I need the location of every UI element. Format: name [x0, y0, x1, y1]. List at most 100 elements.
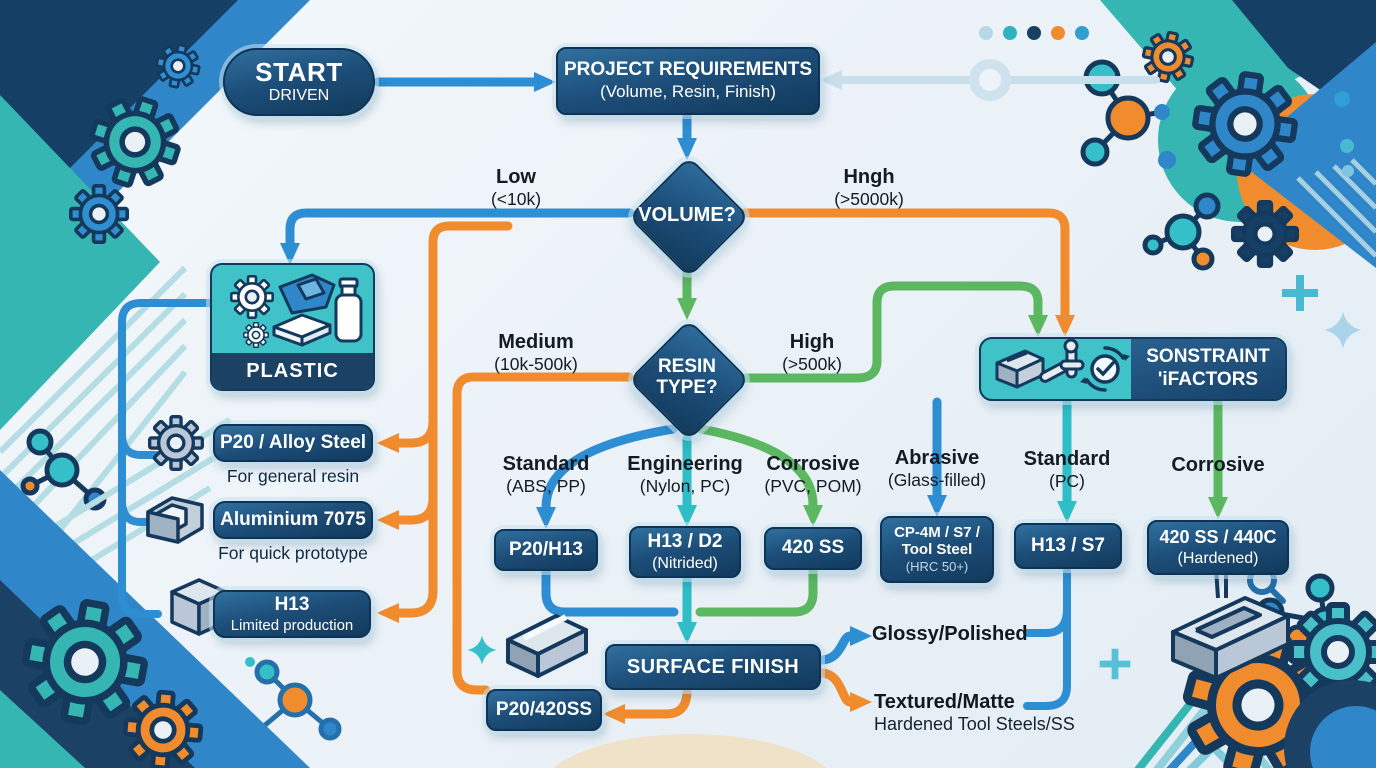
result-label: 420 SS / 440C [1159, 527, 1277, 548]
edge-volume-high-to-constraint [739, 208, 1075, 337]
result-sublabel: (Nitrided) [652, 554, 718, 572]
constraint-icons [995, 339, 1130, 392]
result-label: 420 SS [781, 537, 845, 559]
material-aluminium: Aluminium 7075 [213, 501, 373, 539]
edge-rail-stub-2 [118, 497, 160, 526]
beige-blob [553, 734, 827, 768]
result-h13-d2: H13 / D2 (Nitrided) [629, 526, 741, 578]
branch-label-standard-abs: Standard (ABS, PP) [476, 452, 616, 498]
branch-title: Standard [1023, 448, 1111, 470]
finish-glossy-label: Glossy/Polished [872, 622, 1072, 646]
result-420ss-440c: 420 SS / 440C (Hardened) [1147, 520, 1289, 575]
resin-label-line1: RESIN [657, 356, 717, 378]
branch-label-high: High (>500k) [742, 330, 882, 376]
branch-label-corrosive-pvc: Corrosive (PVC, POM) [738, 452, 888, 498]
branch-subtitle: (PC) [1049, 471, 1085, 492]
gear-icon [230, 275, 274, 319]
branch-label-low: Low (<10k) [446, 165, 586, 211]
branch-title: Low [496, 166, 536, 188]
result-label: H13 / S7 [1031, 534, 1105, 556]
branch-subtitle: (>500k) [782, 354, 842, 375]
edge-volume-low-to-plastic [280, 208, 635, 265]
result-label: CP-4M / S7 / [894, 524, 980, 542]
finish-title: Glossy/Polished [872, 623, 1028, 645]
branch-title: Medium [498, 331, 574, 353]
plastic-label: PLASTIC [246, 359, 339, 382]
edge-to-p20-alloy [377, 416, 438, 453]
result-label2: Tool Steel [901, 541, 973, 559]
circle-shape [1310, 706, 1376, 768]
resin-type-decision: RESIN TYPE? [628, 319, 750, 441]
branch-title: Hngh [843, 166, 895, 188]
branch-label-standard-pc: Standard (PC) [997, 447, 1137, 493]
molecule-icon [1142, 192, 1221, 271]
result-420ss: 420 SS [764, 527, 862, 570]
branch-label-medium: Medium (10k-500k) [456, 330, 616, 376]
gear-icon [243, 322, 269, 348]
result-label: H13 / D2 [647, 531, 723, 552]
material-p20-alloy: P20 / Alloy Steel [213, 424, 373, 462]
plastic-icons [230, 273, 363, 348]
edge-dots [1158, 91, 1354, 177]
result-label: P20/H13 [509, 538, 583, 560]
p20-420ss-node: P20/420SS [486, 689, 602, 731]
edge-to-aluminium [377, 493, 438, 530]
edge-surface-to-p20420ss [603, 686, 692, 724]
edge-h13s7-down [1023, 567, 1071, 710]
constraint-factors-node: SONSTRAINT 'iFACTORS [979, 337, 1287, 401]
finish-subtitle: Hardened Tool Steels/SS [874, 714, 1075, 734]
branch-label-high-volume: Hngh (>5000k) [799, 165, 939, 211]
edge-resin-medium-down [452, 372, 634, 695]
volume-label: VOLUME? [638, 204, 736, 226]
machined-block-icon [1171, 567, 1290, 680]
edge-orange-left-rail [428, 221, 513, 596]
result-h13-s7: H13 / S7 [1014, 523, 1122, 569]
edge-plastic-materials-rail [118, 299, 215, 618]
project-requirements-node: PROJECT REQUIREMENTS (Volume, Resin, Fin… [556, 47, 820, 115]
branch-subtitle: (<10k) [490, 189, 542, 210]
branch-subtitle: (10k-500k) [494, 354, 578, 375]
dots-row [979, 26, 1089, 40]
edge-surface-to-glossy [816, 626, 872, 665]
plastic-node: PLASTIC [210, 263, 375, 391]
branch-title: High [789, 331, 835, 353]
material-title: Aluminium 7075 [220, 508, 366, 530]
branch-subtitle: (PVC, POM) [764, 476, 862, 497]
edge-resin-standard [536, 424, 678, 529]
finish-textured-label: Textured/Matte Hardened Tool Steels/SS [874, 690, 1124, 736]
edge-p20h13-to-surface [541, 566, 679, 617]
edge-resin-high-to-constraint [740, 281, 1048, 383]
edge-surface-to-textured [816, 668, 872, 712]
edge-to-h13 [377, 586, 438, 623]
mold-icon [272, 273, 336, 347]
material-p20-caption: For general resin [226, 466, 360, 486]
result-sublabel: (HRC 50+) [905, 558, 969, 574]
result-sublabel: (Hardened) [1177, 549, 1259, 567]
result-cp4m: CP-4M / S7 / Tool Steel (HRC 50+) [880, 516, 994, 583]
finish-title: Textured/Matte [874, 691, 1015, 713]
material-caption: Limited production [230, 616, 354, 634]
branch-label-abrasive: Abrasive (Glass-filled) [857, 446, 1017, 492]
edge-resin-corrosive [696, 424, 823, 527]
branch-title: Corrosive [766, 453, 860, 475]
branch-subtitle: (Nylon, PC) [639, 476, 731, 497]
plastic-title-bar: PLASTIC [212, 353, 373, 389]
p20-420ss-label: P20/420SS [495, 698, 593, 720]
cycle-check-icon [1080, 346, 1130, 392]
branch-title: Standard [502, 453, 590, 475]
material-aluminium-caption: For quick prototype [218, 543, 368, 563]
material-title: H13 [274, 594, 310, 616]
surface-finish-label: SURFACE FINISH [626, 655, 800, 678]
constraint-line2: 'iFACTORS [1157, 369, 1259, 390]
branch-title: Corrosive [1171, 454, 1265, 476]
branch-label-engineering: Engineering (Nylon, PC) [600, 452, 770, 498]
edge-rail-stub-1 [118, 430, 160, 459]
requirements-title: PROJECT REQUIREMENTS [563, 59, 813, 81]
material-title: P20 / Alloy Steel [219, 431, 367, 453]
timeline-ring [969, 59, 1011, 101]
branch-subtitle: (>5000k) [834, 189, 904, 210]
requirements-subtitle: (Volume, Resin, Finish) [600, 82, 776, 102]
volume-decision: VOLUME? [628, 156, 750, 278]
